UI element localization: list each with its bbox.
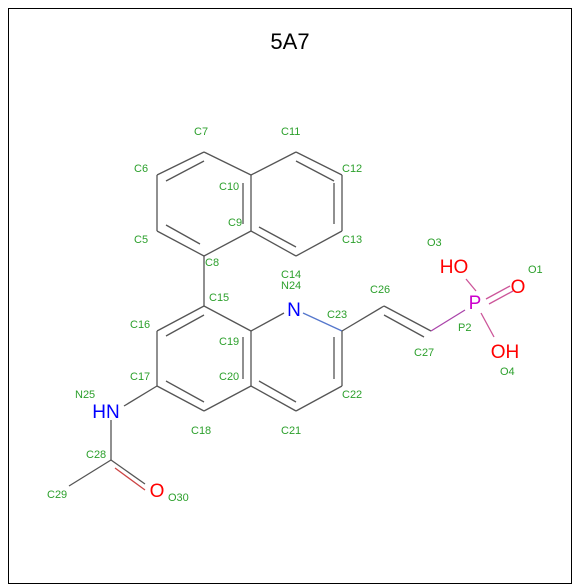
atom-label-c19: C19	[219, 336, 239, 348]
atom-label-c17: C17	[130, 371, 150, 383]
atom-label-c13: C13	[342, 234, 362, 246]
atom-label-c27: C27	[414, 347, 434, 359]
bond-inner	[383, 314, 425, 338]
atom-label-p2: P2	[458, 322, 471, 334]
bond	[123, 385, 158, 407]
atom-label-n24: N24	[281, 280, 301, 292]
bond	[203, 305, 252, 332]
bond	[295, 151, 343, 176]
bond	[341, 305, 385, 332]
bond	[488, 290, 514, 305]
bond	[203, 151, 252, 176]
atom-label-o4: O4	[500, 366, 515, 378]
bond	[68, 459, 112, 487]
molecule-title: 5A7	[270, 29, 310, 54]
bond	[203, 230, 252, 257]
atom-label-c8: C8	[205, 257, 219, 269]
atom-label-c22: C22	[342, 389, 362, 401]
bond-inner	[165, 380, 205, 403]
atom-label-c21: C21	[281, 425, 301, 437]
bond-inner	[114, 467, 146, 491]
bond	[250, 312, 285, 332]
bond	[465, 278, 477, 292]
diagram-frame: 5A7	[8, 8, 572, 584]
bond	[156, 385, 205, 412]
bond-inner	[165, 314, 205, 337]
atom-label-c20: C20	[219, 371, 239, 383]
bond	[156, 305, 205, 332]
atom-label-c9: C9	[228, 217, 242, 229]
bond	[250, 230, 297, 257]
bond	[156, 230, 205, 257]
bond-inner	[258, 380, 297, 403]
atom-label-c6: C6	[134, 163, 148, 175]
atom-label-c15: C15	[209, 292, 229, 304]
atom-label-c14: C14	[281, 269, 301, 281]
oxygen-o30-symbol: O	[150, 481, 165, 502]
bond	[250, 385, 297, 412]
hydroxyl-o4-symbol: OH	[491, 342, 520, 363]
bond	[302, 312, 343, 332]
atom-label-o30: O30	[168, 492, 189, 504]
atom-label-c29: C29	[47, 489, 67, 501]
bond-inner	[165, 224, 201, 245]
atom-label-c28: C28	[86, 449, 106, 461]
bond	[156, 151, 205, 176]
bond	[295, 230, 343, 257]
bond	[430, 309, 466, 332]
nitrogen-n25-symbol: HN	[92, 402, 119, 423]
phosphorus-symbol: P	[469, 293, 482, 314]
atom-label-c26: C26	[370, 284, 390, 296]
bond	[383, 305, 432, 332]
oxygen-o1-symbol: O	[511, 277, 526, 298]
bond-inner	[165, 160, 205, 182]
bond	[295, 385, 343, 412]
bond	[480, 312, 495, 338]
atom-label-c10: C10	[219, 181, 239, 193]
bond	[110, 459, 146, 485]
bonds	[68, 151, 514, 491]
bond	[250, 151, 297, 176]
bond-inner	[295, 160, 335, 182]
bond	[203, 385, 252, 412]
bond	[485, 285, 511, 300]
atom-label-c7: C7	[194, 126, 208, 138]
atom-label-c16: C16	[130, 319, 150, 331]
atom-label-c12: C12	[342, 163, 362, 175]
atom-label-n25: N25	[75, 389, 95, 401]
atom-label-c23: C23	[327, 309, 347, 321]
atom-labels: C7 C11 C6 C12 C10 C9 C5 C13 C8 C14 N24 C…	[47, 126, 543, 504]
atom-label-c11: C11	[281, 126, 300, 138]
atom-label-o3: O3	[427, 237, 442, 249]
bond-inner	[258, 226, 297, 248]
nitrogen-n24-symbol: N	[287, 300, 301, 321]
atom-label-c5: C5	[134, 234, 148, 246]
hydroxyl-o3-symbol: HO	[440, 257, 469, 278]
atom-label-o1: O1	[528, 264, 543, 276]
atom-label-c18: C18	[191, 425, 211, 437]
